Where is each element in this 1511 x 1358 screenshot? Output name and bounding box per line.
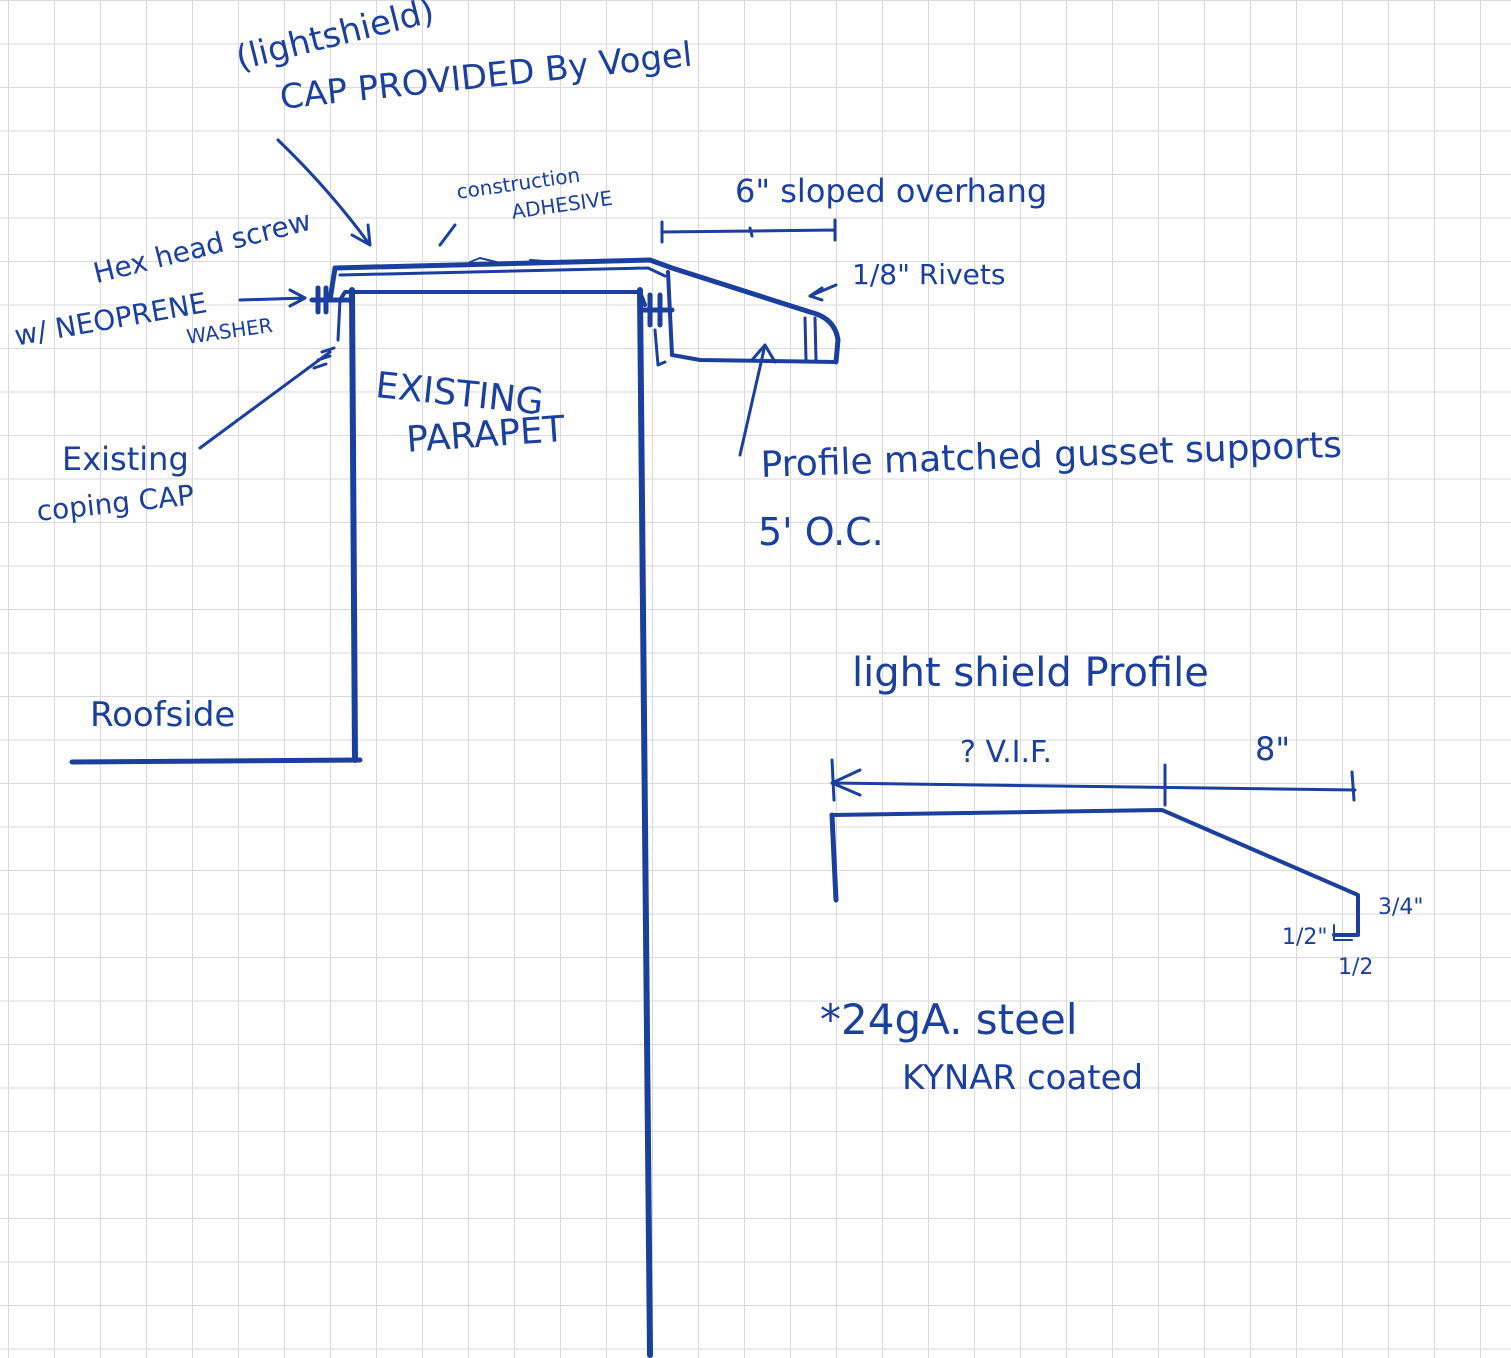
overhang-label: 6" sloped overhang xyxy=(735,172,1048,210)
adhesive-beads xyxy=(469,257,561,264)
half-inch-dimension-label-b: 1/2 xyxy=(1338,955,1374,980)
half-inch-dimension-label-a: 1/2" xyxy=(1282,925,1328,950)
profile-title: light shield Profile xyxy=(852,650,1209,696)
cap-leader-arrow xyxy=(276,138,372,247)
eight-inch-dimension-label: 8" xyxy=(1255,730,1291,768)
profile-dimension-line xyxy=(830,758,1357,807)
parapet-right-wall xyxy=(637,287,653,1358)
gusset-bottom-hook xyxy=(653,328,667,367)
coping-leader-arrow xyxy=(198,346,336,450)
profile-back-leg xyxy=(829,812,839,903)
gusset-drip-edge xyxy=(803,316,818,362)
coping-left-leg xyxy=(336,298,342,342)
material-label-1: *24gA. steel xyxy=(820,995,1078,1044)
vif-dimension-label: ? V.I.F. xyxy=(960,735,1053,770)
hex-screw-right xyxy=(637,292,675,328)
three-quarter-dimension-label: 3/4" xyxy=(1378,895,1424,920)
parapet-left-wall xyxy=(349,287,358,763)
gusset-leader-arrow xyxy=(738,343,777,457)
overhang-dimension-line xyxy=(660,218,837,244)
gusset-support xyxy=(666,270,838,364)
existing-coping-label-1: Existing xyxy=(62,440,189,478)
profile-section xyxy=(830,808,1360,937)
roofside-label: Roofside xyxy=(90,695,236,735)
light-shield-cap-outer xyxy=(327,257,841,365)
profile-hem xyxy=(1333,924,1353,941)
gusset-label-2: 5' O.C. xyxy=(758,510,884,554)
rivets-label: 1/8" Rivets xyxy=(852,258,1006,291)
hex-screw-left xyxy=(309,285,355,315)
screw-leader-arrow xyxy=(238,288,307,308)
light-shield-cap-inner xyxy=(338,266,667,278)
material-label-2: KYNAR coated xyxy=(902,1058,1144,1098)
adhesive-leader xyxy=(438,223,457,247)
existing-coping-cap-outline xyxy=(338,290,647,307)
rivet-leader-arrow xyxy=(808,283,838,302)
roof-line xyxy=(69,757,363,765)
